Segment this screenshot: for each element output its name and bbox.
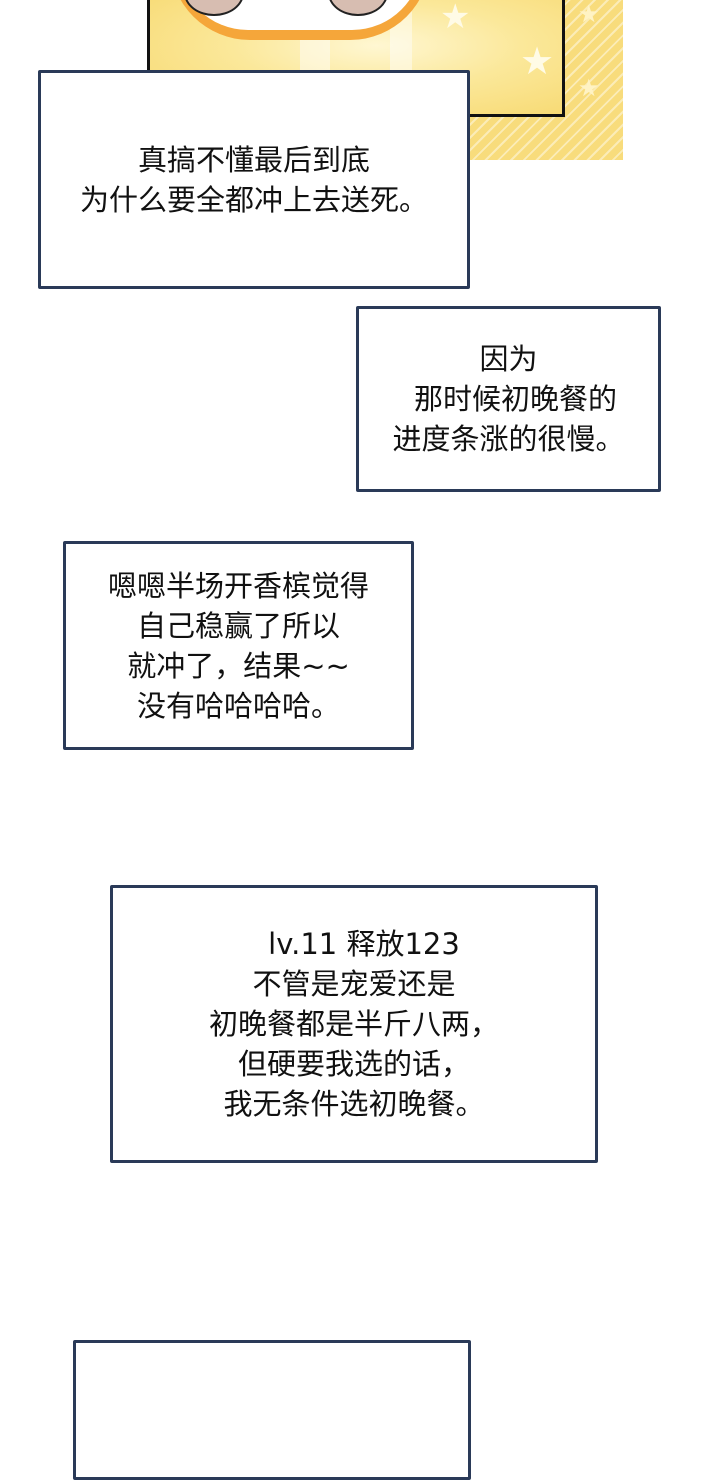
caption-box-4: lv.11 释放123 不管是宠爱还是 初晚餐都是半斤八两， 但硬要我选的话， … — [110, 885, 598, 1163]
caption-box-1: 真搞不懂最后到底 为什么要全都冲上去送死。 — [38, 70, 470, 289]
caption-box-2: 因为 那时候初晚餐的 进度条涨的很慢。 — [356, 306, 661, 492]
caption-text: 自己稳赢了所以 — [136, 608, 340, 643]
star-icon: ★ — [520, 39, 555, 83]
caption-text: 嗯嗯半场开香槟觉得 — [107, 568, 369, 603]
caption-text: 真搞不懂最后到底 — [137, 142, 370, 177]
chibi-character — [170, 0, 430, 40]
caption-text: 为什么要全都冲上去送死。 — [79, 182, 428, 217]
caption-text: 但硬要我选的话， — [237, 1047, 470, 1081]
caption-box-5 — [73, 1340, 471, 1480]
caption-box-3: 嗯嗯半场开香槟觉得 自己稳赢了所以 就冲了，结果~~ 没有哈哈哈哈。 — [63, 541, 414, 750]
caption-text: lv.11 释放123 — [268, 927, 460, 961]
caption-text: 初晚餐都是半斤八两， — [208, 1007, 499, 1041]
star-icon: ★ — [578, 74, 600, 102]
caption-text: 不管是宠爱还是 — [252, 967, 456, 1001]
caption-text: 进度条涨的很慢。 — [392, 422, 625, 456]
caption-text: 就冲了，结果~~ — [127, 648, 350, 683]
caption-text: 没有哈哈哈哈。 — [136, 688, 340, 723]
star-icon: ★ — [440, 0, 471, 37]
chibi-foot — [184, 0, 244, 16]
caption-text: 我无条件选初晚餐。 — [223, 1087, 485, 1121]
caption-text: 因为 — [479, 342, 538, 376]
caption-text: 那时候初晚餐的 — [413, 382, 617, 416]
chibi-foot — [328, 0, 388, 16]
star-icon: ★ — [578, 0, 600, 28]
